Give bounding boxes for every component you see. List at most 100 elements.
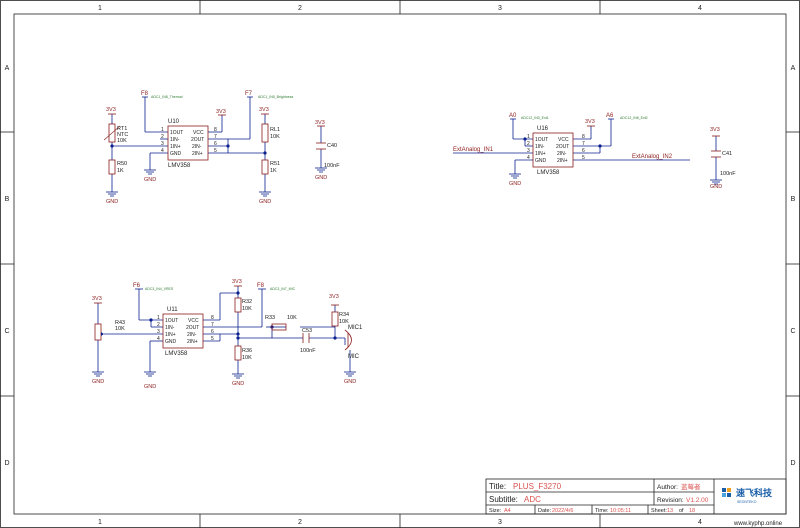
note-mic: ADC3_IN7_MIC — [270, 287, 296, 291]
photoresistor-rl1 — [261, 123, 269, 143]
subtitle-label: Subtitle: — [489, 495, 518, 504]
logo-subtext: SEONTEKO — [737, 500, 757, 504]
power-3v3-rl1: 3V3 — [259, 107, 269, 113]
author-value: 蓝莓者 — [681, 482, 701, 491]
thermal-wires — [111, 96, 322, 192]
u10-pinnum-1: 1 — [161, 127, 164, 133]
mic-junctions — [149, 291, 337, 340]
u10-pin-gnd: GND — [170, 151, 182, 157]
u16-pinnum-4: 4 — [527, 155, 530, 161]
u11-pinnum-8: 8 — [211, 315, 214, 321]
opamp-u16-pins: 1OUT 1IN- 1IN+ GND VCC 2OUT 2IN- 2IN+ 1 … — [527, 134, 585, 164]
u16-pinnum-2: 2 — [527, 141, 530, 147]
opamp-u10-ref: U10 — [168, 119, 180, 125]
pot-wiper-arrow — [101, 332, 104, 336]
mic-wires — [97, 286, 351, 374]
u16-pinnum-5: 5 — [582, 155, 585, 161]
thermal-section: 1OUT 1IN- 1IN+ GND VCC 2OUT 2IN- 2IN+ 1 … — [103, 91, 340, 205]
sheet-value: 13 — [667, 508, 673, 514]
capacitor-c53-symbol — [302, 333, 310, 343]
net-f8-mic: F8 — [257, 283, 265, 289]
u16-pin-2out: 2OUT — [556, 144, 569, 150]
c40-value: 100nF — [324, 163, 340, 169]
r51-ref: R51 — [270, 161, 280, 167]
power-3v3-rt1: 3V3 — [106, 107, 116, 113]
u11-pin-1out: 1OUT — [165, 318, 178, 324]
r50-ref: R50 — [117, 161, 127, 167]
net-a6: A6 — [606, 113, 614, 119]
ground-symbols-mic — [92, 371, 356, 379]
gnd-label-u16: GND — [509, 181, 521, 187]
u11-pinnum-3: 3 — [157, 329, 160, 335]
gnd-label-r50: GND — [106, 199, 118, 205]
resistor-r33 — [271, 323, 287, 331]
opamp-u11-part: LMV358 — [165, 351, 188, 357]
power-3v3-c40: 3V3 — [315, 120, 325, 126]
r43-value: 10K — [115, 326, 125, 332]
col-label-3-top: 3 — [498, 5, 502, 12]
u10-pinnum-7: 7 — [214, 134, 217, 140]
resistor-r51 — [261, 159, 269, 175]
row-label-a-right: A — [791, 65, 796, 72]
u16-pinnum-8: 8 — [582, 134, 585, 140]
potentiometer-r43 — [94, 323, 102, 341]
r32-ref: R32 — [242, 299, 252, 305]
power-symbols-mic — [94, 285, 339, 306]
gnd-label-c41: GND — [710, 184, 722, 190]
note-brightness: ADC1_IN5_Brightness — [258, 95, 293, 99]
gnd-label-r51: GND — [259, 199, 271, 205]
u11-pinnum-2: 2 — [157, 322, 160, 328]
u11-pinnum-1: 1 — [157, 315, 160, 321]
u16-pin-1in-pos: 1IN+ — [535, 151, 546, 157]
c53-ref: C53 — [302, 328, 312, 334]
of-label: of — [679, 508, 684, 514]
u16-pinnum-6: 6 — [582, 148, 585, 154]
date-label: Date: — [538, 508, 552, 514]
power-3v3-u10: 3V3 — [216, 109, 226, 115]
watermark: www.kyphp.online — [733, 521, 783, 527]
mic1-ref: MIC1 — [348, 325, 363, 331]
c40-ref: C40 — [327, 143, 337, 149]
resistor-r34 — [331, 311, 339, 327]
opamp-u16-ref: U16 — [537, 126, 549, 132]
u10-pin-1in-pos: 1IN+ — [170, 144, 181, 150]
u11-pin-vcc: VCC — [188, 318, 199, 324]
opamp-u11-pins: 1OUT 1IN- 1IN+ GND VCC 2OUT 2IN- 2IN+ 1 … — [157, 315, 214, 345]
external-wires — [453, 118, 717, 180]
power-3v3-u16: 3V3 — [585, 119, 595, 125]
gnd-label-pot: GND — [92, 379, 104, 385]
u10-pin-1in-neg: 1IN- — [170, 137, 180, 143]
r50-value: 1K — [117, 168, 124, 174]
logo-mark-icon — [722, 488, 731, 497]
u10-pin-1out: 1OUT — [170, 130, 183, 136]
opamp-u10-body — [167, 125, 209, 161]
revision-value: V1.2.00 — [686, 497, 709, 504]
title-label: Title: — [489, 482, 506, 491]
u11-pin-2in-pos: 2IN+ — [187, 339, 198, 345]
u11-pin-1in-neg: 1IN- — [165, 325, 175, 331]
mic1-type: MIC — [348, 354, 360, 360]
r34-ref: R34 — [339, 312, 349, 318]
r36-ref: R36 — [242, 348, 252, 354]
gnd-label-mic: GND — [344, 379, 356, 385]
net-f7-brightness: F7 — [245, 91, 253, 97]
col-label-2-top: 2 — [298, 5, 302, 12]
resistor-r50 — [108, 159, 116, 175]
row-label-d-right: D — [790, 460, 795, 467]
sheet-label: Sheet: — [651, 508, 667, 514]
gnd-label-u10: GND — [144, 177, 156, 183]
row-label-a-left: A — [5, 65, 10, 72]
ground-symbols-external — [509, 173, 722, 185]
c41-value: 100nF — [720, 171, 736, 177]
size-value: A4 — [504, 508, 511, 514]
u10-pinnum-6: 6 — [214, 141, 217, 147]
u10-pinnum-2: 2 — [161, 134, 164, 140]
u11-pin-2in-neg: 2IN- — [187, 332, 197, 338]
u16-pin-2in-pos: 2IN+ — [557, 158, 568, 164]
gnd-label-u11: GND — [144, 384, 156, 390]
r33-ref: R33 — [265, 315, 275, 321]
col-label-2-bottom: 2 — [298, 519, 302, 526]
row-label-d-left: D — [4, 460, 9, 467]
